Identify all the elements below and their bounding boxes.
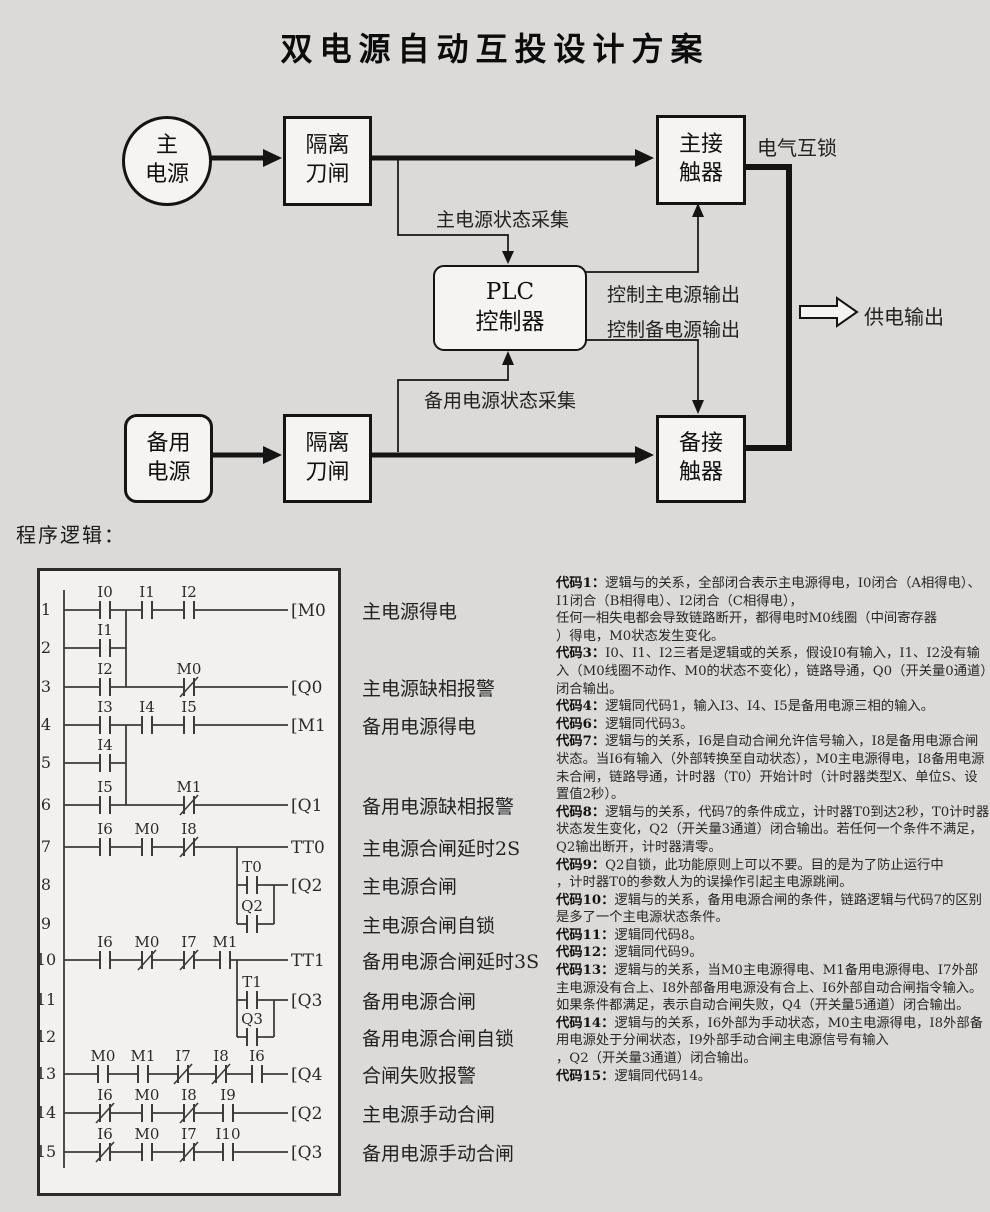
code-note-3: 代码4：逻辑同代码1，输入I3、I4、I5是备用电源三相的输入。 bbox=[556, 699, 934, 715]
edge-interlock-bus bbox=[740, 164, 792, 451]
code-note-prefix: 代码4： bbox=[556, 699, 606, 715]
code-note-7: 代码9：Q2自锁，此功能原则上可以不要。目的是为了防止运行中 ，计时器T0的参数… bbox=[556, 857, 944, 891]
code-note-4: 代码6：逻辑同代码3。 bbox=[556, 716, 694, 732]
code-note-prefix: 代码12： bbox=[556, 945, 615, 961]
arrowhead bbox=[263, 446, 282, 464]
arrowhead bbox=[502, 351, 514, 365]
code-note-12: 代码14：逻辑与的关系，I6外部为手动状态，M0主电源得电，I8外部备用电源处于… bbox=[556, 1015, 984, 1067]
code-note-11: 代码13：逻辑与的关系，当M0主电源得电、M1备用电源得电、I7外部主电源没有合… bbox=[556, 963, 983, 1014]
arrowhead bbox=[635, 446, 654, 464]
code-note-prefix: 代码7： bbox=[556, 734, 606, 750]
code-note-1: 代码1：逻辑与的关系，全部闭合表示主电源得电，I0闭合（A相得电）、I1闭合（B… bbox=[556, 576, 981, 644]
code-note-13: 代码15：逻辑同代码14。 bbox=[556, 1068, 712, 1084]
code-note-10: 代码12：逻辑同代码9。 bbox=[556, 945, 703, 961]
node-main-power: 主 电源 bbox=[122, 116, 212, 206]
label-control-main-output: 控制主电源输出 bbox=[607, 284, 741, 306]
code-note-prefix: 代码9： bbox=[556, 857, 606, 873]
label-electrical-interlock: 电气互锁 bbox=[757, 136, 837, 160]
code-note-prefix: 代码15： bbox=[556, 1068, 615, 1084]
rung-11-description: 备用电源合闸 bbox=[362, 991, 477, 1013]
node-isolator-switch-main: 隔离 刀闸 bbox=[283, 116, 372, 206]
code-note-8: 代码10：逻辑与的关系，备用电源合闸的条件，链路逻辑与代码7的区别是多了一个主电… bbox=[556, 892, 982, 926]
rung-15-description: 备用电源手动合闸 bbox=[362, 1143, 515, 1165]
code-note-prefix: 代码1： bbox=[556, 576, 606, 591]
ladder-frame bbox=[37, 568, 341, 1196]
rung-1-description: 主电源得电 bbox=[362, 601, 458, 623]
code-note-prefix: 代码14： bbox=[556, 1015, 615, 1031]
rung-9-description: 主电源合闸自锁 bbox=[362, 915, 496, 937]
code-note-prefix: 代码11： bbox=[556, 927, 615, 943]
rung-13-description: 合闸失败报警 bbox=[362, 1065, 477, 1087]
label-main-status-sampling: 主电源状态采集 bbox=[436, 209, 570, 231]
code-note-2: 代码3：I0、I1、I2三者是逻辑或的关系，假设I0有输入，I1、I2没有输入（… bbox=[556, 646, 987, 697]
code-note-prefix: 代码10： bbox=[556, 892, 615, 908]
node-backup-power: 备用 电源 bbox=[124, 414, 213, 503]
program-logic-heading: 程序逻辑： bbox=[16, 523, 126, 547]
code-notes: 代码1：逻辑与的关系，全部闭合表示主电源得电，I0闭合（A相得电）、I1闭合（B… bbox=[556, 575, 990, 1085]
rung-8-description: 主电源合闸 bbox=[362, 876, 458, 898]
node-main-contactor: 主接 触器 bbox=[656, 115, 746, 205]
rung-6-description: 备用电源缺相报警 bbox=[362, 796, 515, 818]
rung-3-description: 主电源缺相报警 bbox=[362, 678, 496, 700]
code-note-prefix: 代码13： bbox=[556, 963, 615, 979]
arrowhead bbox=[635, 149, 654, 167]
rung-4-description: 备用电源得电 bbox=[362, 716, 477, 738]
arrowhead bbox=[692, 400, 704, 414]
rung-10-description: 备用电源合闸延时3S bbox=[362, 951, 540, 973]
label-supply-output: 供电输出 bbox=[864, 305, 944, 329]
page-title: 双电源自动互投设计方案 bbox=[280, 30, 710, 68]
supply-output-arrow-icon bbox=[799, 296, 859, 328]
edge-ctrl-main bbox=[583, 217, 699, 273]
code-note-6: 代码8：逻辑与的关系，代码7的条件成立，计时器T0到达2秒，T0计时器状态发生变… bbox=[556, 804, 990, 855]
node-plc-controller: PLC 控制器 bbox=[433, 265, 587, 351]
arrowhead bbox=[502, 251, 514, 264]
code-note-prefix: 代码3： bbox=[556, 646, 606, 662]
rung-7-description: 主电源合闸延时2S bbox=[362, 838, 521, 860]
edge-ctrl-backup bbox=[583, 339, 699, 400]
node-backup-contactor: 备接 触器 bbox=[656, 415, 746, 503]
code-note-9: 代码11：逻辑同代码8。 bbox=[556, 927, 703, 943]
label-control-backup-output: 控制备电源输出 bbox=[607, 319, 741, 341]
arrowhead bbox=[692, 203, 704, 217]
code-note-prefix: 代码8： bbox=[556, 804, 606, 820]
rung-12-description: 备用电源合闸自锁 bbox=[362, 1028, 515, 1050]
code-note-prefix: 代码6： bbox=[556, 716, 606, 732]
arrowhead bbox=[263, 149, 282, 167]
label-backup-status-sampling: 备用电源状态采集 bbox=[424, 390, 577, 412]
code-note-5: 代码7：逻辑与的关系，I6是自动合闸允许信号输入，I8是备用电源合闸状态。当I6… bbox=[556, 734, 985, 803]
node-isolator-switch-backup: 隔离 刀闸 bbox=[283, 414, 372, 503]
rung-14-description: 主电源手动合闸 bbox=[362, 1104, 496, 1126]
